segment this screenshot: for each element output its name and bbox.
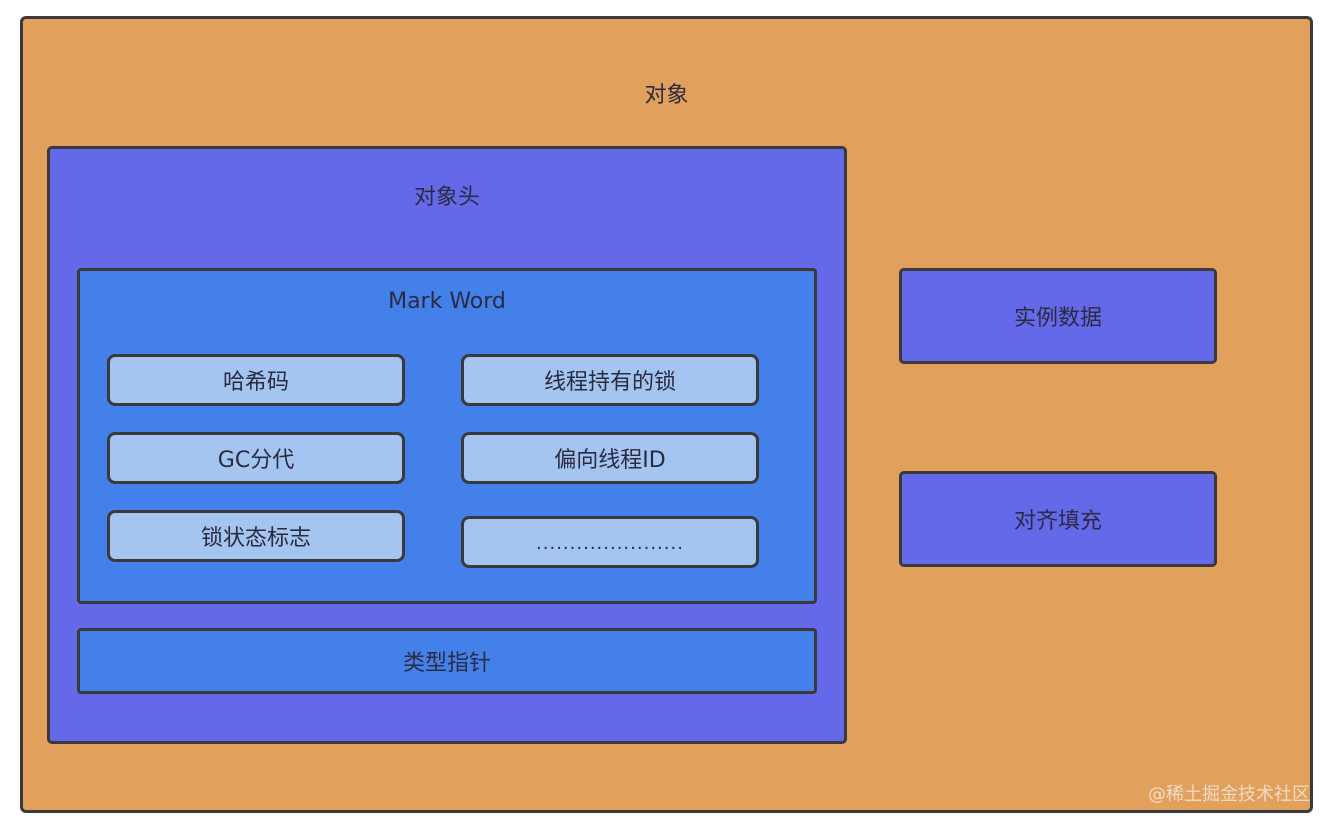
field-label: 哈希码 [222,370,289,395]
instance-data-label: 实例数据 [1013,306,1102,331]
object-title: 对象 [644,83,689,108]
mark-word-field-thread-held-lock: 线程持有的锁 [461,354,759,406]
object-header-title: 对象头 [413,185,480,210]
klass-pointer-box: 类型指针 [77,628,817,694]
mark-word-field-ellipsis: ...................... [461,516,759,568]
mark-word-title: Mark Word [388,289,506,314]
mark-word-field-biased-thread-id: 偏向线程ID [461,432,759,484]
instance-data-box: 实例数据 [899,268,1217,364]
padding-label: 对齐填充 [1013,509,1102,534]
mark-word-field-hash-code: 哈希码 [107,354,405,406]
klass-pointer-label: 类型指针 [402,651,491,676]
field-label: 锁状态标志 [200,526,311,551]
mark-word-field-lock-state-flag: 锁状态标志 [107,510,405,562]
mark-word-field-gc-age: GC分代 [107,432,405,484]
field-label: ...................... [536,532,684,554]
padding-box: 对齐填充 [899,471,1217,567]
watermark: @稀土掘金技术社区 [1148,784,1310,805]
field-label: 线程持有的锁 [543,370,676,395]
field-label: 偏向线程ID [554,448,666,473]
field-label: GC分代 [217,448,295,473]
